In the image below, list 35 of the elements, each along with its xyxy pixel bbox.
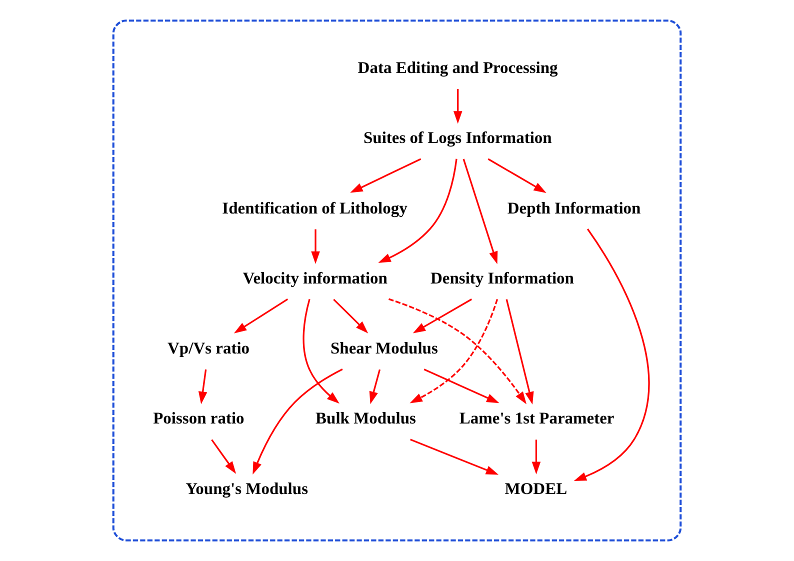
arrow (211, 439, 236, 474)
arrow (369, 369, 381, 404)
node-text: Young's Modulus (186, 478, 308, 498)
arrow (311, 229, 320, 264)
node-text: Bulk Modulus (316, 408, 416, 428)
node-text: Vp/Vs ratio (168, 338, 250, 358)
node-text: Shear Modulus (330, 338, 438, 358)
arrow (234, 298, 288, 334)
node-text: Data Editing and Processing (358, 58, 558, 77)
arrow (532, 440, 541, 474)
arrow (488, 158, 546, 193)
arrow (378, 158, 458, 263)
node-text: Lame's 1st Parameter (459, 408, 614, 428)
node-text: Identification of Lithology (222, 198, 408, 218)
cluster (112, 20, 682, 542)
node-text: Suites of Logs Information (363, 128, 552, 148)
arrow (424, 368, 500, 404)
arrow (574, 228, 650, 481)
node-text: Depth Information (507, 198, 641, 218)
arrow (350, 158, 422, 193)
arrow (506, 299, 534, 404)
arrow (302, 298, 340, 404)
node-text: MODEL (504, 478, 568, 498)
arrow (412, 298, 472, 334)
arrow (462, 158, 498, 264)
arrow (453, 89, 462, 124)
node-text: Poisson ratio (153, 408, 244, 428)
arrow (410, 299, 498, 404)
node-text: Density Information (430, 268, 574, 288)
arrow (410, 438, 499, 475)
arrow (388, 298, 526, 404)
arrow (333, 298, 368, 334)
arrow (198, 369, 208, 404)
arrow (252, 368, 343, 475)
node-text: Velocity information (242, 268, 388, 288)
